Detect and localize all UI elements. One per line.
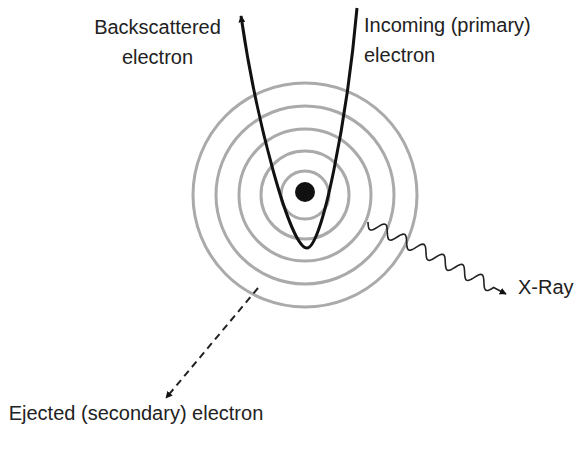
shell-ring [281,171,329,219]
nucleus-dot [295,182,315,202]
shell-ring [216,106,394,284]
backscattered-label: Backscattered electron [80,12,235,72]
ejected-label: Ejected (secondary) electron [2,398,270,428]
shell-ring [193,83,417,307]
secondary-electron-path [166,288,258,398]
electron-shells [193,83,417,307]
incoming-label: Incoming (primary) electron [364,10,569,70]
xray-label: X-Ray [518,272,576,302]
xray-wave [368,222,506,294]
electron-path [241,8,357,248]
shell-ring [239,129,371,261]
